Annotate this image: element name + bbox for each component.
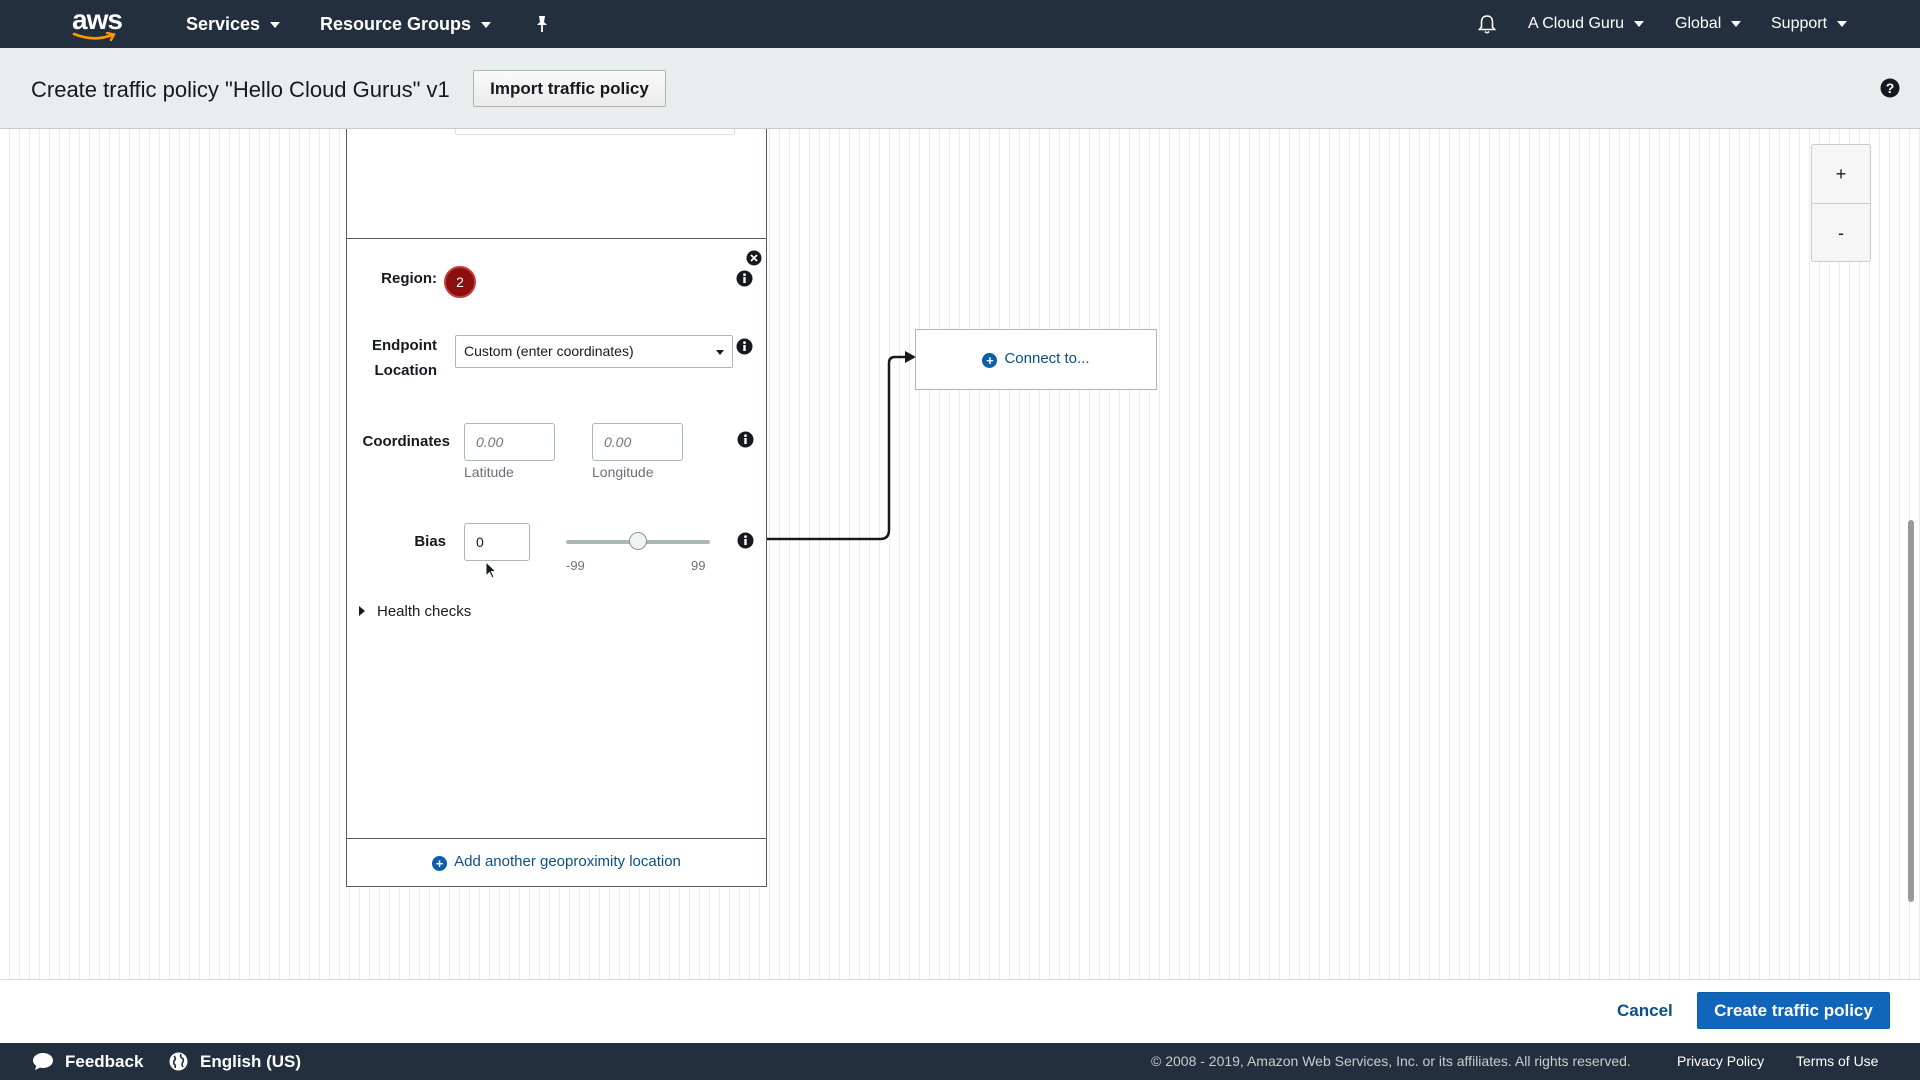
add-location-label: Add another geoproximity location <box>454 853 681 870</box>
zoom-controls: + - <box>1811 144 1871 262</box>
add-geoproximity-location-link[interactable]: + Add another geoproximity location <box>432 853 681 871</box>
latitude-label: Latitude <box>464 464 514 480</box>
page-title: Create traffic policy "Hello Cloud Gurus… <box>31 77 450 102</box>
bell-icon[interactable] <box>1476 13 1498 35</box>
previous-location-section <box>347 129 766 239</box>
bias-slider-thumb[interactable] <box>629 532 647 550</box>
bias-input[interactable] <box>464 523 530 561</box>
chevron-down-icon <box>1731 20 1742 27</box>
cancel-button[interactable]: Cancel <box>1609 997 1681 1025</box>
info-icon[interactable] <box>736 270 753 287</box>
chevron-down-icon <box>716 350 724 355</box>
create-traffic-policy-button[interactable]: Create traffic policy <box>1697 992 1890 1029</box>
region-label: Region: <box>381 270 437 287</box>
chevron-down-icon <box>1634 20 1645 27</box>
endpoint-location-select[interactable]: Custom (enter coordinates) <box>455 335 733 368</box>
terms-of-use-link[interactable]: Terms of Use <box>1796 1053 1879 1069</box>
latitude-input[interactable] <box>464 423 555 461</box>
resource-groups-label: Resource Groups <box>320 14 472 34</box>
copyright-text: © 2008 - 2019, Amazon Web Services, Inc.… <box>1151 1053 1631 1069</box>
health-checks-toggle[interactable]: Health checks <box>359 603 471 620</box>
info-icon[interactable] <box>737 532 754 549</box>
panel-footer: + Add another geoproximity location <box>347 838 766 886</box>
support-menu-label: Support <box>1771 15 1828 32</box>
arrow-head-icon <box>905 351 916 363</box>
plus-circle-icon: + <box>432 856 448 871</box>
caret-right-icon <box>359 606 365 616</box>
policy-canvas[interactable]: + Add another geoproximity location Regio… <box>0 129 1920 980</box>
connect-to-node[interactable]: + Connect to... <box>915 329 1157 390</box>
aws-logo-text: aws <box>72 4 123 35</box>
bias-max-label: 99 <box>691 558 706 573</box>
mouse-cursor-icon <box>485 561 497 579</box>
aws-logo[interactable]: aws <box>70 4 123 42</box>
connect-to-link[interactable]: + Connect to... <box>982 350 1090 368</box>
close-icon[interactable] <box>746 250 762 266</box>
language-selector[interactable]: English (US) <box>200 1052 302 1071</box>
endpoint-label-line1: Endpoint <box>372 337 437 354</box>
zoom-in-button[interactable]: + <box>1812 145 1870 203</box>
vertical-scrollbar[interactable] <box>1908 520 1914 902</box>
aws-smile-icon <box>72 32 116 42</box>
action-bar: Cancel Create traffic policy <box>0 980 1920 1043</box>
health-checks-label: Health checks <box>377 603 472 620</box>
import-traffic-policy-button[interactable]: Import traffic policy <box>473 70 666 107</box>
page-header: Create traffic policy "Hello Cloud Gurus… <box>0 48 1920 129</box>
pin-icon[interactable] <box>533 14 551 34</box>
info-icon[interactable] <box>736 338 753 355</box>
region-menu-label: Global <box>1675 15 1722 32</box>
privacy-policy-link[interactable]: Privacy Policy <box>1677 1053 1765 1069</box>
zoom-out-button[interactable]: - <box>1812 203 1870 261</box>
resource-groups-menu[interactable]: Resource Groups <box>320 0 492 48</box>
coordinates-label: Coordinates <box>362 433 450 450</box>
info-icon[interactable] <box>737 431 754 448</box>
chevron-down-icon <box>1837 20 1848 27</box>
plus-circle-icon: + <box>982 353 998 368</box>
services-menu[interactable]: Services <box>186 0 281 48</box>
feedback-chat-icon <box>33 1053 53 1070</box>
region-menu[interactable]: Global <box>1675 0 1742 48</box>
account-menu[interactable]: A Cloud Guru <box>1528 0 1645 48</box>
help-icon[interactable]: ? <box>1880 78 1900 98</box>
endpoint-location-value: Custom (enter coordinates) <box>464 343 634 359</box>
connector-line <box>767 351 916 541</box>
account-menu-label: A Cloud Guru <box>1528 15 1625 32</box>
chevron-down-icon <box>481 22 492 29</box>
endpoint-label-line2: Location <box>374 362 438 379</box>
longitude-label: Longitude <box>592 464 654 480</box>
svg-text:?: ? <box>1886 80 1895 96</box>
region-number-badge: 2 <box>444 266 476 298</box>
connect-to-label: Connect to... <box>1004 350 1090 367</box>
geoproximity-rule-panel: + Add another geoproximity location <box>346 129 767 887</box>
bias-min-label: -99 <box>566 558 585 573</box>
support-menu[interactable]: Support <box>1771 0 1848 48</box>
top-navigation: aws Services Resource Groups A Cloud Gur… <box>0 0 1920 48</box>
footer: Feedback English (US) © 2008 - 2019, Ama… <box>0 1043 1920 1080</box>
feedback-link[interactable]: Feedback <box>65 1052 144 1071</box>
globe-icon <box>169 1052 188 1071</box>
services-menu-label: Services <box>186 14 261 34</box>
bias-label: Bias <box>414 533 446 550</box>
chevron-down-icon <box>270 22 281 29</box>
longitude-input[interactable] <box>592 423 683 461</box>
previous-location-field[interactable] <box>455 129 735 135</box>
